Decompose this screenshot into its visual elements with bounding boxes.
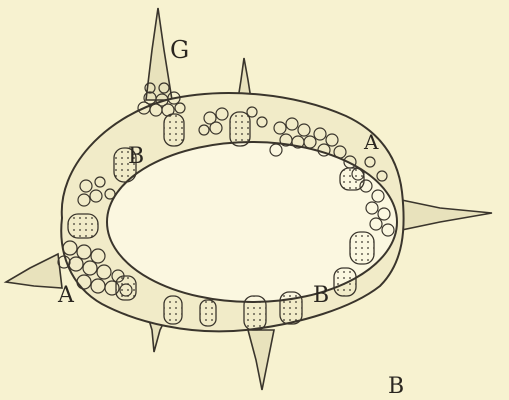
- elongated-cell: [350, 232, 374, 264]
- elongated-cell: [116, 276, 136, 300]
- label-a-left: A: [58, 285, 74, 307]
- label-b-lower-right: B: [313, 285, 329, 307]
- elongated-cell: [340, 168, 364, 190]
- label-b-upper-left: B: [128, 146, 144, 168]
- panel-label: B: [388, 376, 404, 398]
- elongated-cell: [230, 112, 250, 146]
- label-g: G: [170, 38, 189, 62]
- elongated-cell: [280, 292, 302, 324]
- spine-left: [6, 254, 62, 288]
- elongated-cell: [164, 296, 182, 324]
- elongated-cell: [334, 268, 356, 296]
- elongated-cell: [164, 114, 184, 146]
- spine-bottom: [248, 330, 274, 390]
- elongated-cell: [68, 214, 98, 238]
- spine-right: [392, 198, 492, 232]
- elongated-cell: [200, 300, 216, 326]
- elongated-cell: [244, 296, 266, 330]
- label-a-right: A: [364, 132, 378, 152]
